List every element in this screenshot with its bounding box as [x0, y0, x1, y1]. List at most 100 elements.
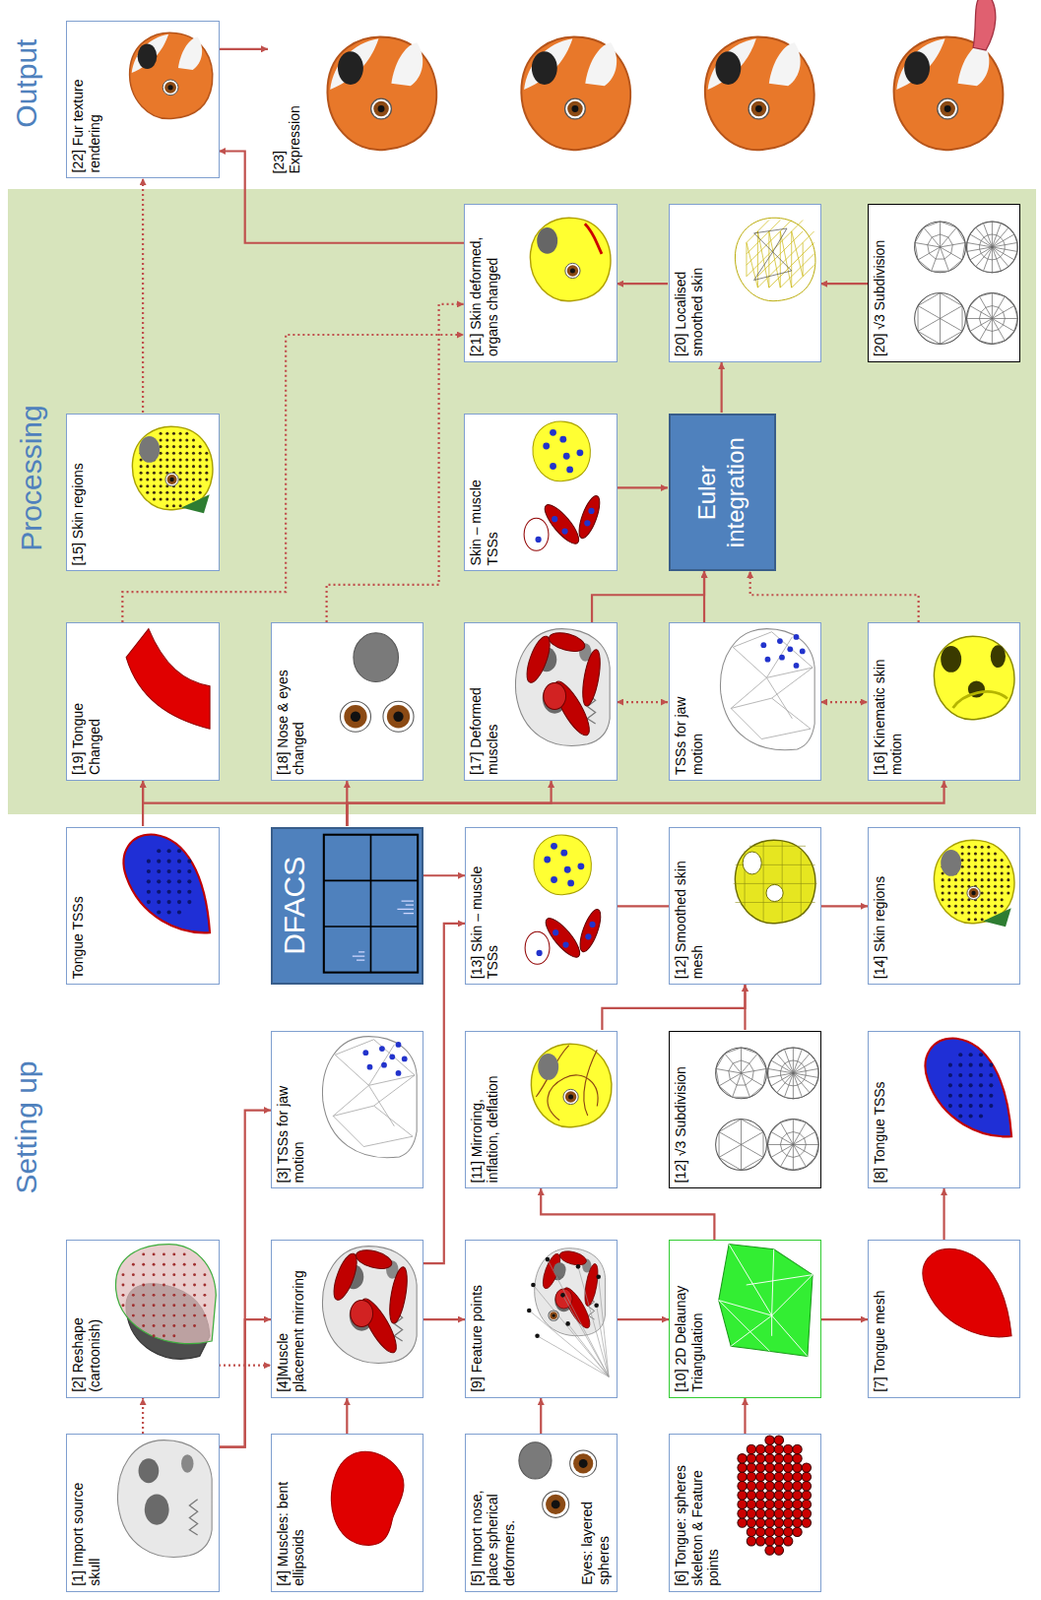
illustration-shape [974, 878, 977, 882]
flow-arrow [142, 780, 347, 827]
illustration [66, 826, 220, 985]
illustration-shape [550, 1499, 560, 1509]
illustration-shape [746, 1536, 756, 1546]
illustration-shape [893, 37, 1003, 151]
illustration-shape [142, 1313, 146, 1317]
illustration-group [339, 633, 414, 733]
illustration-shape [157, 910, 162, 915]
illustration-shape [537, 227, 559, 255]
illustration-shape [782, 1481, 792, 1491]
illustration-shape [774, 1453, 783, 1463]
box-label: [23] Expression [270, 94, 305, 174]
illustration-shape [567, 880, 575, 888]
illustration-shape [567, 101, 584, 118]
illustration-shape [186, 491, 190, 495]
illustration-shape [351, 901, 413, 961]
illustration-shape [993, 865, 997, 869]
screenshot-box: [21] Skin deformed, organs changed [463, 203, 617, 363]
illustration-shape [131, 1273, 135, 1277]
illustration-group [533, 1248, 605, 1337]
illustration-shape [560, 436, 568, 444]
box-label: [11] Mirroring, inflation, deflation [468, 1060, 503, 1183]
illustration-shape [715, 1047, 767, 1100]
processing-band: [19] Tongue Changed[18] Nose & eyes chan… [7, 189, 1037, 815]
illustration-shape [742, 851, 762, 875]
box-label: [7] Tongue mesh [871, 1269, 889, 1392]
illustration-shape [183, 1303, 187, 1307]
screenshot-box: [1] Import source skull [65, 1433, 219, 1593]
illustration-shape [940, 898, 944, 902]
illustration-group [734, 217, 816, 302]
illustration-shape [183, 1252, 187, 1256]
illustration-shape [746, 1481, 756, 1491]
illustration-shape [774, 1546, 783, 1556]
illustration-shape [162, 1252, 166, 1256]
illustration-shape [782, 1508, 792, 1518]
illustration-shape [179, 491, 183, 495]
illustration-group [323, 835, 417, 974]
flow-arrow [617, 1318, 669, 1321]
illustration-shape [766, 885, 783, 903]
illustration-group [732, 840, 817, 924]
illustration-shape [782, 1472, 792, 1482]
illustration-shape [400, 1056, 407, 1063]
box-label: [3] TSSs for jaw motion [274, 1060, 309, 1183]
illustration-shape [139, 471, 143, 475]
illustration-shape [381, 1062, 388, 1069]
flow-arrow [423, 923, 465, 1264]
screenshot-box: [4]Muscle placement mirroring [270, 1239, 424, 1399]
illustration-shape [913, 221, 966, 273]
illustration-shape [960, 885, 964, 889]
illustration-shape [792, 1518, 802, 1528]
illustration-shape [167, 474, 178, 485]
illustration-shape [533, 1248, 605, 1337]
illustration-shape [765, 1527, 775, 1537]
illustration-shape [774, 1499, 783, 1509]
illustration-shape [162, 1324, 166, 1328]
illustration-shape [192, 458, 196, 462]
illustration-shape [988, 1073, 993, 1078]
illustration-shape [993, 892, 997, 896]
illustration-shape [792, 1444, 802, 1454]
illustration-shape [152, 485, 156, 489]
illustration-shape [192, 465, 196, 469]
illustration-shape [940, 646, 962, 673]
illustration-group [322, 1245, 417, 1364]
illustration-group [132, 427, 214, 515]
screenshot-box: [18] Nose & eyes changed [270, 622, 424, 781]
illustration-shape [159, 491, 163, 495]
illustration-shape [979, 898, 983, 902]
illustration-shape [166, 452, 170, 456]
illustration-shape [718, 1119, 764, 1172]
illustration-shape [336, 52, 363, 86]
illustration [465, 1238, 619, 1398]
illustration-shape [192, 498, 196, 502]
illustration-shape [717, 1243, 812, 1357]
illustration-shape [993, 911, 997, 915]
illustration-shape [186, 458, 190, 462]
illustration-shape [564, 99, 586, 121]
illustration-shape [198, 485, 202, 489]
illustration-shape [967, 221, 1018, 273]
illustration-shape [974, 858, 977, 862]
illustration-shape [550, 429, 558, 437]
illustration-shape [172, 446, 176, 450]
illustration-group [524, 835, 605, 965]
illustration-shape [139, 458, 143, 462]
illustration-shape [142, 1324, 146, 1328]
illustration-shape [968, 1053, 973, 1058]
illustration-shape [986, 892, 990, 896]
box-label: DFACS [276, 829, 313, 984]
illustration-shape [737, 1491, 747, 1500]
illustration-shape [122, 1273, 126, 1277]
illustration-shape [765, 1546, 775, 1556]
illustration-shape [765, 1508, 775, 1518]
flow-arrow [218, 1110, 271, 1448]
illustration-shape [159, 471, 163, 475]
illustration-shape [779, 654, 785, 661]
illustration-shape [943, 106, 951, 114]
illustration-shape [183, 1313, 187, 1317]
box-label: [22] Fur texture rendering [69, 50, 104, 173]
illustration-shape [390, 43, 423, 87]
illustration-shape [528, 1310, 609, 1377]
